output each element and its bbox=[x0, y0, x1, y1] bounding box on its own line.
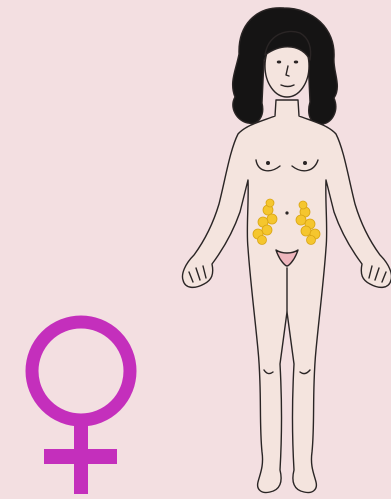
nipple-left-icon bbox=[266, 161, 270, 165]
navel-icon bbox=[285, 211, 288, 214]
nipple-right-icon bbox=[303, 161, 307, 165]
